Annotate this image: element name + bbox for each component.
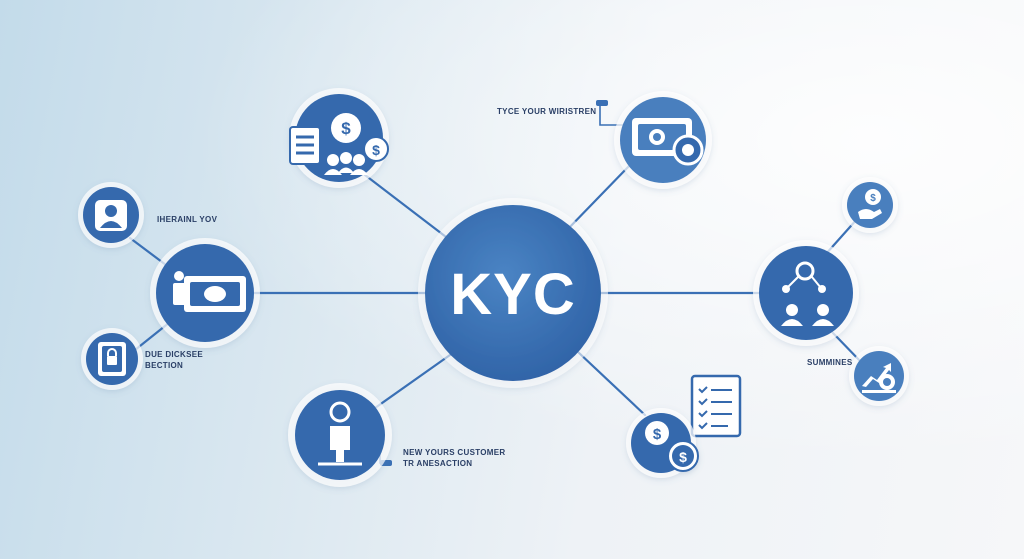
- checklist-icon: [690, 374, 742, 438]
- svg-text:$: $: [372, 142, 380, 158]
- lock-document-icon: [81, 328, 143, 390]
- dollar-coins-icon: $ $: [626, 408, 699, 478]
- user-profile-icon: [78, 182, 144, 248]
- connector-bottom-left: [373, 353, 452, 410]
- label-bottom-2: TR ANESACTION: [403, 459, 473, 468]
- person-icon: [288, 383, 392, 487]
- callout-tag-top: [596, 100, 608, 106]
- label-right: SUMMINES: [807, 358, 853, 367]
- banknote-icon: [150, 238, 260, 348]
- camera-coin-icon: [614, 91, 712, 189]
- svg-text:$: $: [341, 119, 351, 138]
- connector-top-left: [363, 173, 452, 242]
- label-bottom-1: NEW YOURS CUSTOMER: [403, 448, 506, 457]
- label-left-lower-2: BECTION: [145, 361, 184, 370]
- label-left-upper: IHERAINL YOV: [157, 215, 218, 224]
- document-icon: [289, 126, 321, 165]
- label-top-right: TYCE YOUR WIRISTREN: [497, 107, 597, 116]
- connector-bottom-right: [576, 350, 647, 417]
- svg-text:$: $: [870, 193, 876, 204]
- connector-top-right: [563, 163, 632, 234]
- hub-title: KYC: [450, 262, 575, 327]
- growth-chart-icon: [849, 346, 909, 406]
- kyc-hub: [418, 198, 608, 388]
- network-people-icon: [753, 240, 859, 346]
- hand-money-icon: $: [842, 177, 898, 233]
- label-left-lower-1: DUE DICKSEE: [145, 350, 203, 359]
- dollar-coin-small-icon: $: [363, 136, 389, 162]
- svg-text:$: $: [679, 449, 687, 465]
- svg-text:$: $: [653, 426, 662, 443]
